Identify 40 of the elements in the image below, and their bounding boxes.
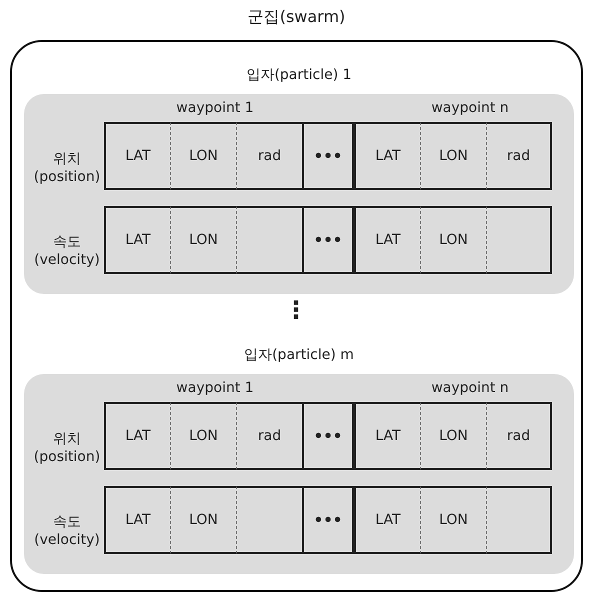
table-cell: LAT [104, 402, 170, 470]
table-cell: LON [420, 402, 486, 470]
table-cell: ••• [302, 486, 354, 554]
table-cell: LON [420, 486, 486, 554]
row-heading: 위치 (position) [32, 430, 102, 466]
column-heading: waypoint n [430, 99, 510, 117]
panel-heading: 입자(particle) 1 [245, 66, 353, 84]
empty-cell [236, 486, 302, 554]
table-cell: LON [420, 206, 486, 274]
table-cell: LAT [104, 122, 170, 190]
row-heading: 속도 (velocity) [33, 513, 101, 549]
column-heading: waypoint 1 [175, 379, 255, 397]
table-cell: LON [170, 486, 236, 554]
table-cell: LAT [354, 206, 420, 274]
table-cell: ••• [302, 122, 354, 190]
table-cell: ••• [302, 206, 354, 274]
table-cell: rad [486, 402, 552, 470]
table-cell: LAT [354, 486, 420, 554]
table-cell: rad [236, 122, 302, 190]
ellipsis-mark: ⋮ [283, 297, 309, 323]
table-cell: LAT [354, 402, 420, 470]
row-heading: 위치 (position) [32, 150, 102, 186]
table-cell: rad [236, 402, 302, 470]
table-cell: LAT [354, 122, 420, 190]
column-heading: waypoint 1 [175, 99, 255, 117]
empty-cell [486, 206, 552, 274]
table-cell: LON [170, 206, 236, 274]
table-cell: LON [420, 122, 486, 190]
table-cell: LAT [104, 486, 170, 554]
panel-heading: 입자(particle) m [243, 346, 355, 364]
table-cell: LON [170, 122, 236, 190]
empty-cell [236, 206, 302, 274]
table-cell: rad [486, 122, 552, 190]
table-cell: ••• [302, 402, 354, 470]
row-heading: 속도 (velocity) [33, 233, 101, 269]
table-cell: LAT [104, 206, 170, 274]
frame-heading: 군집(swarm) [246, 8, 346, 26]
table-cell: LON [170, 402, 236, 470]
column-heading: waypoint n [430, 379, 510, 397]
empty-cell [486, 486, 552, 554]
